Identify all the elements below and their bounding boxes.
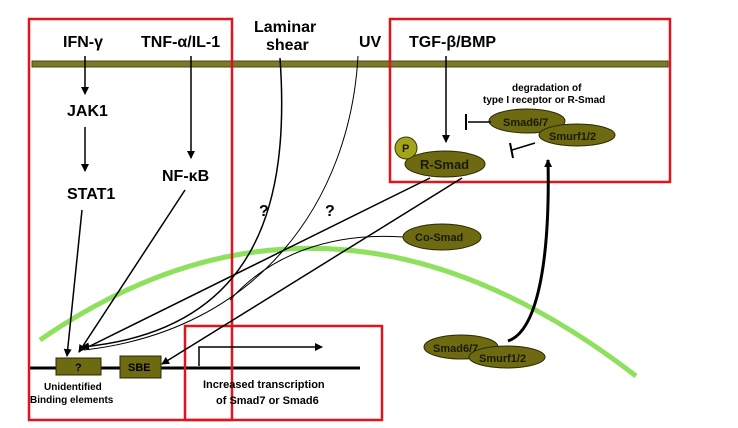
smurf-label-bottom: Smurf1/2 [479, 353, 526, 365]
inhibit-rsmad-bar [509, 142, 514, 159]
rsmad-oval [404, 150, 486, 178]
transcription-start-arrow [198, 343, 323, 366]
smad67-oval-top [488, 108, 566, 134]
cosmad-connector [229, 235, 404, 301]
rsmad-to-unknown-line [81, 177, 431, 351]
smad67-label-top: Smad6/7 [503, 117, 548, 129]
sbe-box [119, 355, 162, 379]
tgf-receptor-box [388, 17, 672, 184]
sbe-label: SBE [128, 362, 151, 374]
laminar-shear-arrow [81, 57, 283, 351]
inhibit-rsmad-line [511, 142, 536, 151]
tgf-bmp-label: TGF-β/BMP [409, 34, 496, 51]
smurf-oval-top [538, 123, 616, 147]
rsmad-label: R-Smad [420, 157, 469, 172]
transcription-label-line1: Increased transcription [203, 379, 325, 391]
unidentified-label-line2: Binding elements [30, 395, 114, 406]
nfkb-to-gene-arrow [78, 189, 186, 353]
unidentified-element-box [55, 357, 102, 376]
ifn-gamma-label: IFN-γ [63, 34, 103, 51]
cosmad-oval [402, 223, 482, 251]
laminar-label: Laminar [254, 19, 316, 36]
smurf-oval-bottom [468, 345, 546, 369]
jak1-label: JAK1 [67, 103, 108, 120]
unidentified-element-label: ? [75, 362, 82, 374]
tnf-il1-label: TNF-α/IL-1 [141, 34, 220, 51]
cosmad-label: Co-Smad [415, 232, 463, 244]
smad67-label-bottom: Smad6/7 [433, 343, 478, 355]
phosphate-circle [394, 136, 418, 160]
uv-question-mark: ? [325, 203, 335, 220]
export-arrow [507, 159, 553, 343]
rsmad-to-sbe-arrow [161, 177, 463, 365]
nfkb-label: NF-κB [162, 168, 209, 185]
phosphate-label: P [402, 143, 409, 155]
degradation-label-line1: degradation of [512, 83, 582, 94]
uv-arrow [83, 55, 359, 351]
stat1-label: STAT1 [67, 186, 115, 203]
cell-membrane [31, 60, 669, 68]
stat1-to-gene-arrow [63, 209, 83, 357]
jak-stat-nfkb-box [27, 17, 234, 422]
unidentified-label-line1: Unidentified [44, 382, 102, 393]
laminar-question-mark: ? [259, 203, 269, 220]
smurf-label-top: Smurf1/2 [549, 131, 596, 143]
nuclear-envelope-arc [38, 245, 638, 378]
uv-label: UV [359, 34, 382, 51]
transcription-box [183, 324, 384, 422]
shear-label: shear [266, 37, 309, 54]
transcription-label-line2: of Smad7 or Smad6 [216, 395, 319, 407]
degradation-label-line2: type I receptor or R-Smad [483, 95, 605, 106]
